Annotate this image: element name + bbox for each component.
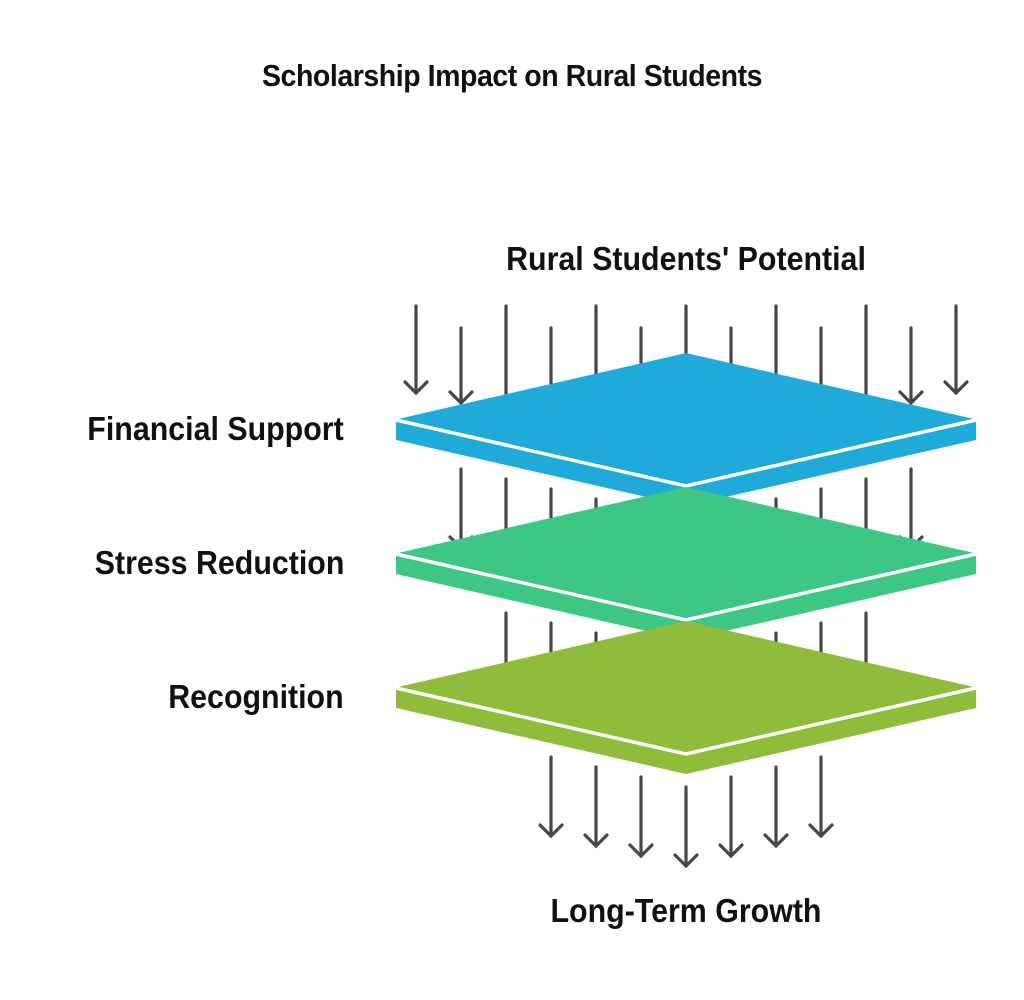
output-label: Long-Term Growth	[550, 892, 822, 929]
down-arrow-icon	[718, 775, 744, 859]
down-arrow-icon	[448, 467, 474, 551]
down-arrow-icon	[538, 755, 564, 839]
down-arrow-icon	[898, 467, 924, 551]
down-arrow-icon	[583, 765, 609, 849]
layer-stress-reduction	[395, 487, 977, 640]
output-arrows	[538, 755, 834, 869]
down-arrow-icon	[898, 326, 924, 406]
layer-recognition	[395, 621, 977, 774]
down-arrow-icon	[403, 304, 429, 396]
down-arrow-icon	[763, 765, 789, 849]
down-arrow-icon	[673, 785, 699, 869]
layer-top	[398, 353, 974, 485]
layer-edge	[395, 552, 977, 622]
layer-edge	[395, 418, 977, 488]
layer-top	[398, 621, 974, 753]
layer-label-stress-reduction: Stress Reduction	[94, 544, 344, 581]
layer-label-recognition: Recognition	[168, 678, 344, 715]
input-label: Rural Students' Potential	[506, 240, 866, 277]
diagram-title: Scholarship Impact on Rural Students	[261, 58, 763, 93]
layer-side	[396, 689, 976, 774]
down-arrow-icon	[628, 775, 654, 859]
layer-financial-support	[395, 353, 977, 506]
layer-top	[398, 487, 974, 619]
down-arrow-icon	[448, 326, 474, 406]
down-arrow-icon	[808, 755, 834, 839]
layer-label-financial-support: Financial Support	[87, 410, 344, 447]
layer-edge	[395, 686, 977, 756]
down-arrow-icon	[943, 304, 969, 396]
